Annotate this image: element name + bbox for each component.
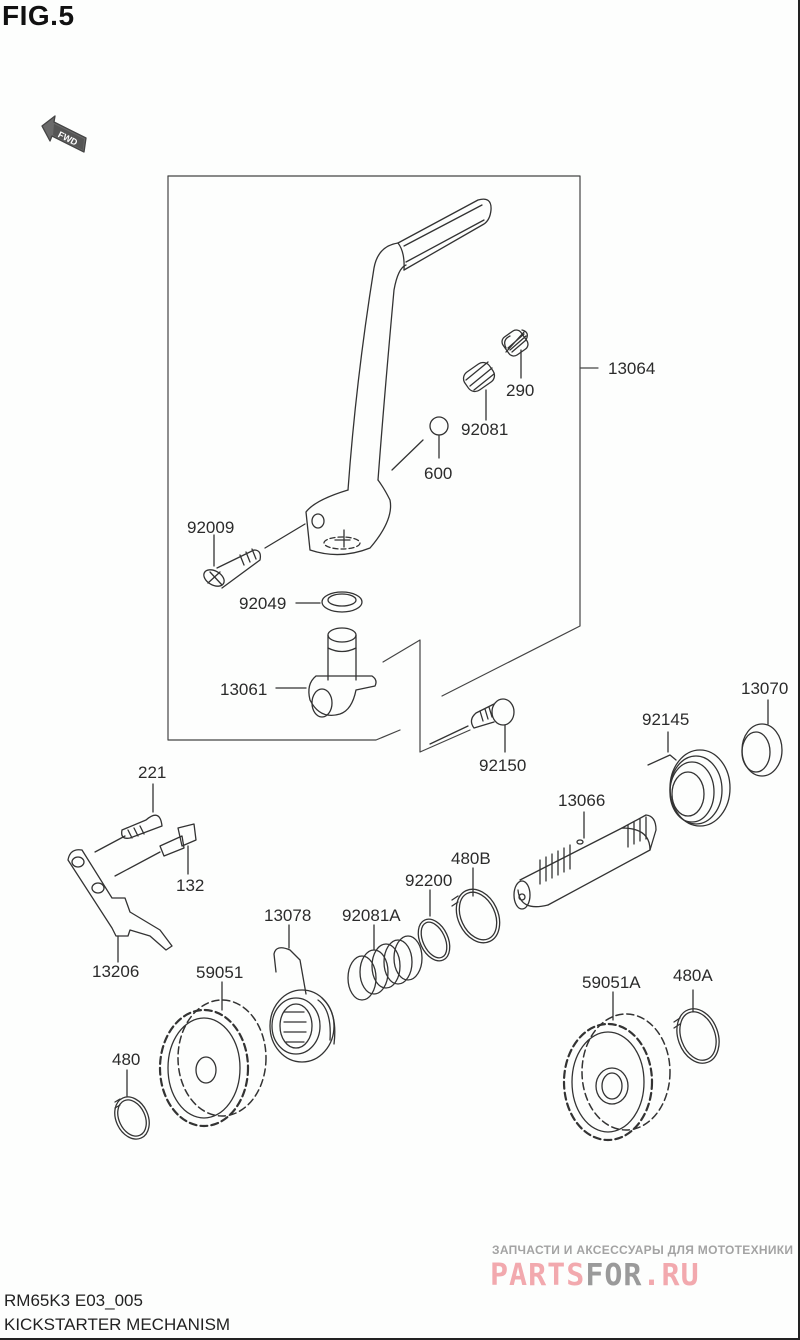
part-label-92009[interactable]: 92009 xyxy=(187,518,235,537)
part-label-13078[interactable]: 13078 xyxy=(264,906,312,925)
part-label-92145[interactable]: 92145 xyxy=(642,710,690,729)
collar-13070[interactable] xyxy=(741,699,783,777)
circlip-480A[interactable] xyxy=(670,989,727,1069)
gear-59051A[interactable] xyxy=(562,991,671,1142)
bolt-92150[interactable] xyxy=(429,698,515,753)
part-label-13064[interactable]: 13064 xyxy=(608,359,656,378)
part-label-59051A[interactable]: 59051A xyxy=(582,973,641,992)
circlip-480[interactable] xyxy=(108,1069,156,1145)
part-label-13070[interactable]: 13070 xyxy=(741,679,789,698)
part-label-600[interactable]: 600 xyxy=(424,464,453,483)
watermark-brand-part3: .RU xyxy=(642,1258,700,1293)
spring-290[interactable] xyxy=(500,328,531,379)
part-label-92049[interactable]: 92049 xyxy=(239,594,287,613)
spring-92081A[interactable] xyxy=(347,924,423,1001)
assembly-bracket-13064 xyxy=(167,175,599,753)
part-label-92081[interactable]: 92081 xyxy=(461,420,509,439)
bolt-132[interactable] xyxy=(114,823,197,877)
watermark-tagline: ЗАПЧАСТИ И АКСЕССУАРЫ ДЛЯ МОТОТЕХНИКИ xyxy=(492,1243,794,1257)
part-label-13066[interactable]: 13066 xyxy=(558,791,606,810)
fwd-arrow-icon: FWD xyxy=(41,115,87,153)
model-code: RM65K3 E03_005 xyxy=(4,1291,143,1310)
kick-shaft-13066[interactable] xyxy=(513,811,657,910)
part-label-290[interactable]: 290 xyxy=(506,381,535,400)
part-label-480B[interactable]: 480B xyxy=(451,849,491,868)
part-label-92200[interactable]: 92200 xyxy=(405,871,453,890)
part-label-221[interactable]: 221 xyxy=(138,763,167,782)
part-label-92150[interactable]: 92150 xyxy=(479,756,527,775)
spring-92081[interactable] xyxy=(460,359,497,421)
washer-92049[interactable] xyxy=(295,591,363,613)
gear-59051[interactable] xyxy=(158,981,267,1128)
ratchet-13078[interactable] xyxy=(269,924,336,1063)
part-label-480A[interactable]: 480A xyxy=(673,966,713,985)
kick-lever-13064[interactable] xyxy=(305,198,492,556)
stopper-plate-13206[interactable] xyxy=(67,849,173,963)
part-label-59051[interactable]: 59051 xyxy=(196,963,244,982)
washer-92200[interactable] xyxy=(412,889,456,966)
figure-title: FIG.5 xyxy=(2,0,75,31)
kick-spring-92145[interactable] xyxy=(647,731,731,827)
figure-caption: KICKSTARTER MECHANISM xyxy=(4,1315,231,1334)
bolt-92009[interactable] xyxy=(201,523,306,590)
watermark-brand-part2: FOR xyxy=(585,1258,643,1293)
watermark-logo: PARTSFOR.RU xyxy=(490,1258,700,1293)
kick-shaft-13061[interactable] xyxy=(275,627,377,718)
watermark-brand-part1: PARTS xyxy=(490,1258,586,1293)
part-label-13206[interactable]: 13206 xyxy=(92,962,140,981)
part-label-480[interactable]: 480 xyxy=(112,1050,141,1069)
part-label-132[interactable]: 132 xyxy=(176,876,205,895)
part-label-92081A[interactable]: 92081A xyxy=(342,906,401,925)
part-label-13061[interactable]: 13061 xyxy=(220,680,268,699)
screw-221[interactable] xyxy=(94,783,163,853)
circlip-480B[interactable] xyxy=(448,867,508,950)
ball-600[interactable] xyxy=(391,416,449,471)
